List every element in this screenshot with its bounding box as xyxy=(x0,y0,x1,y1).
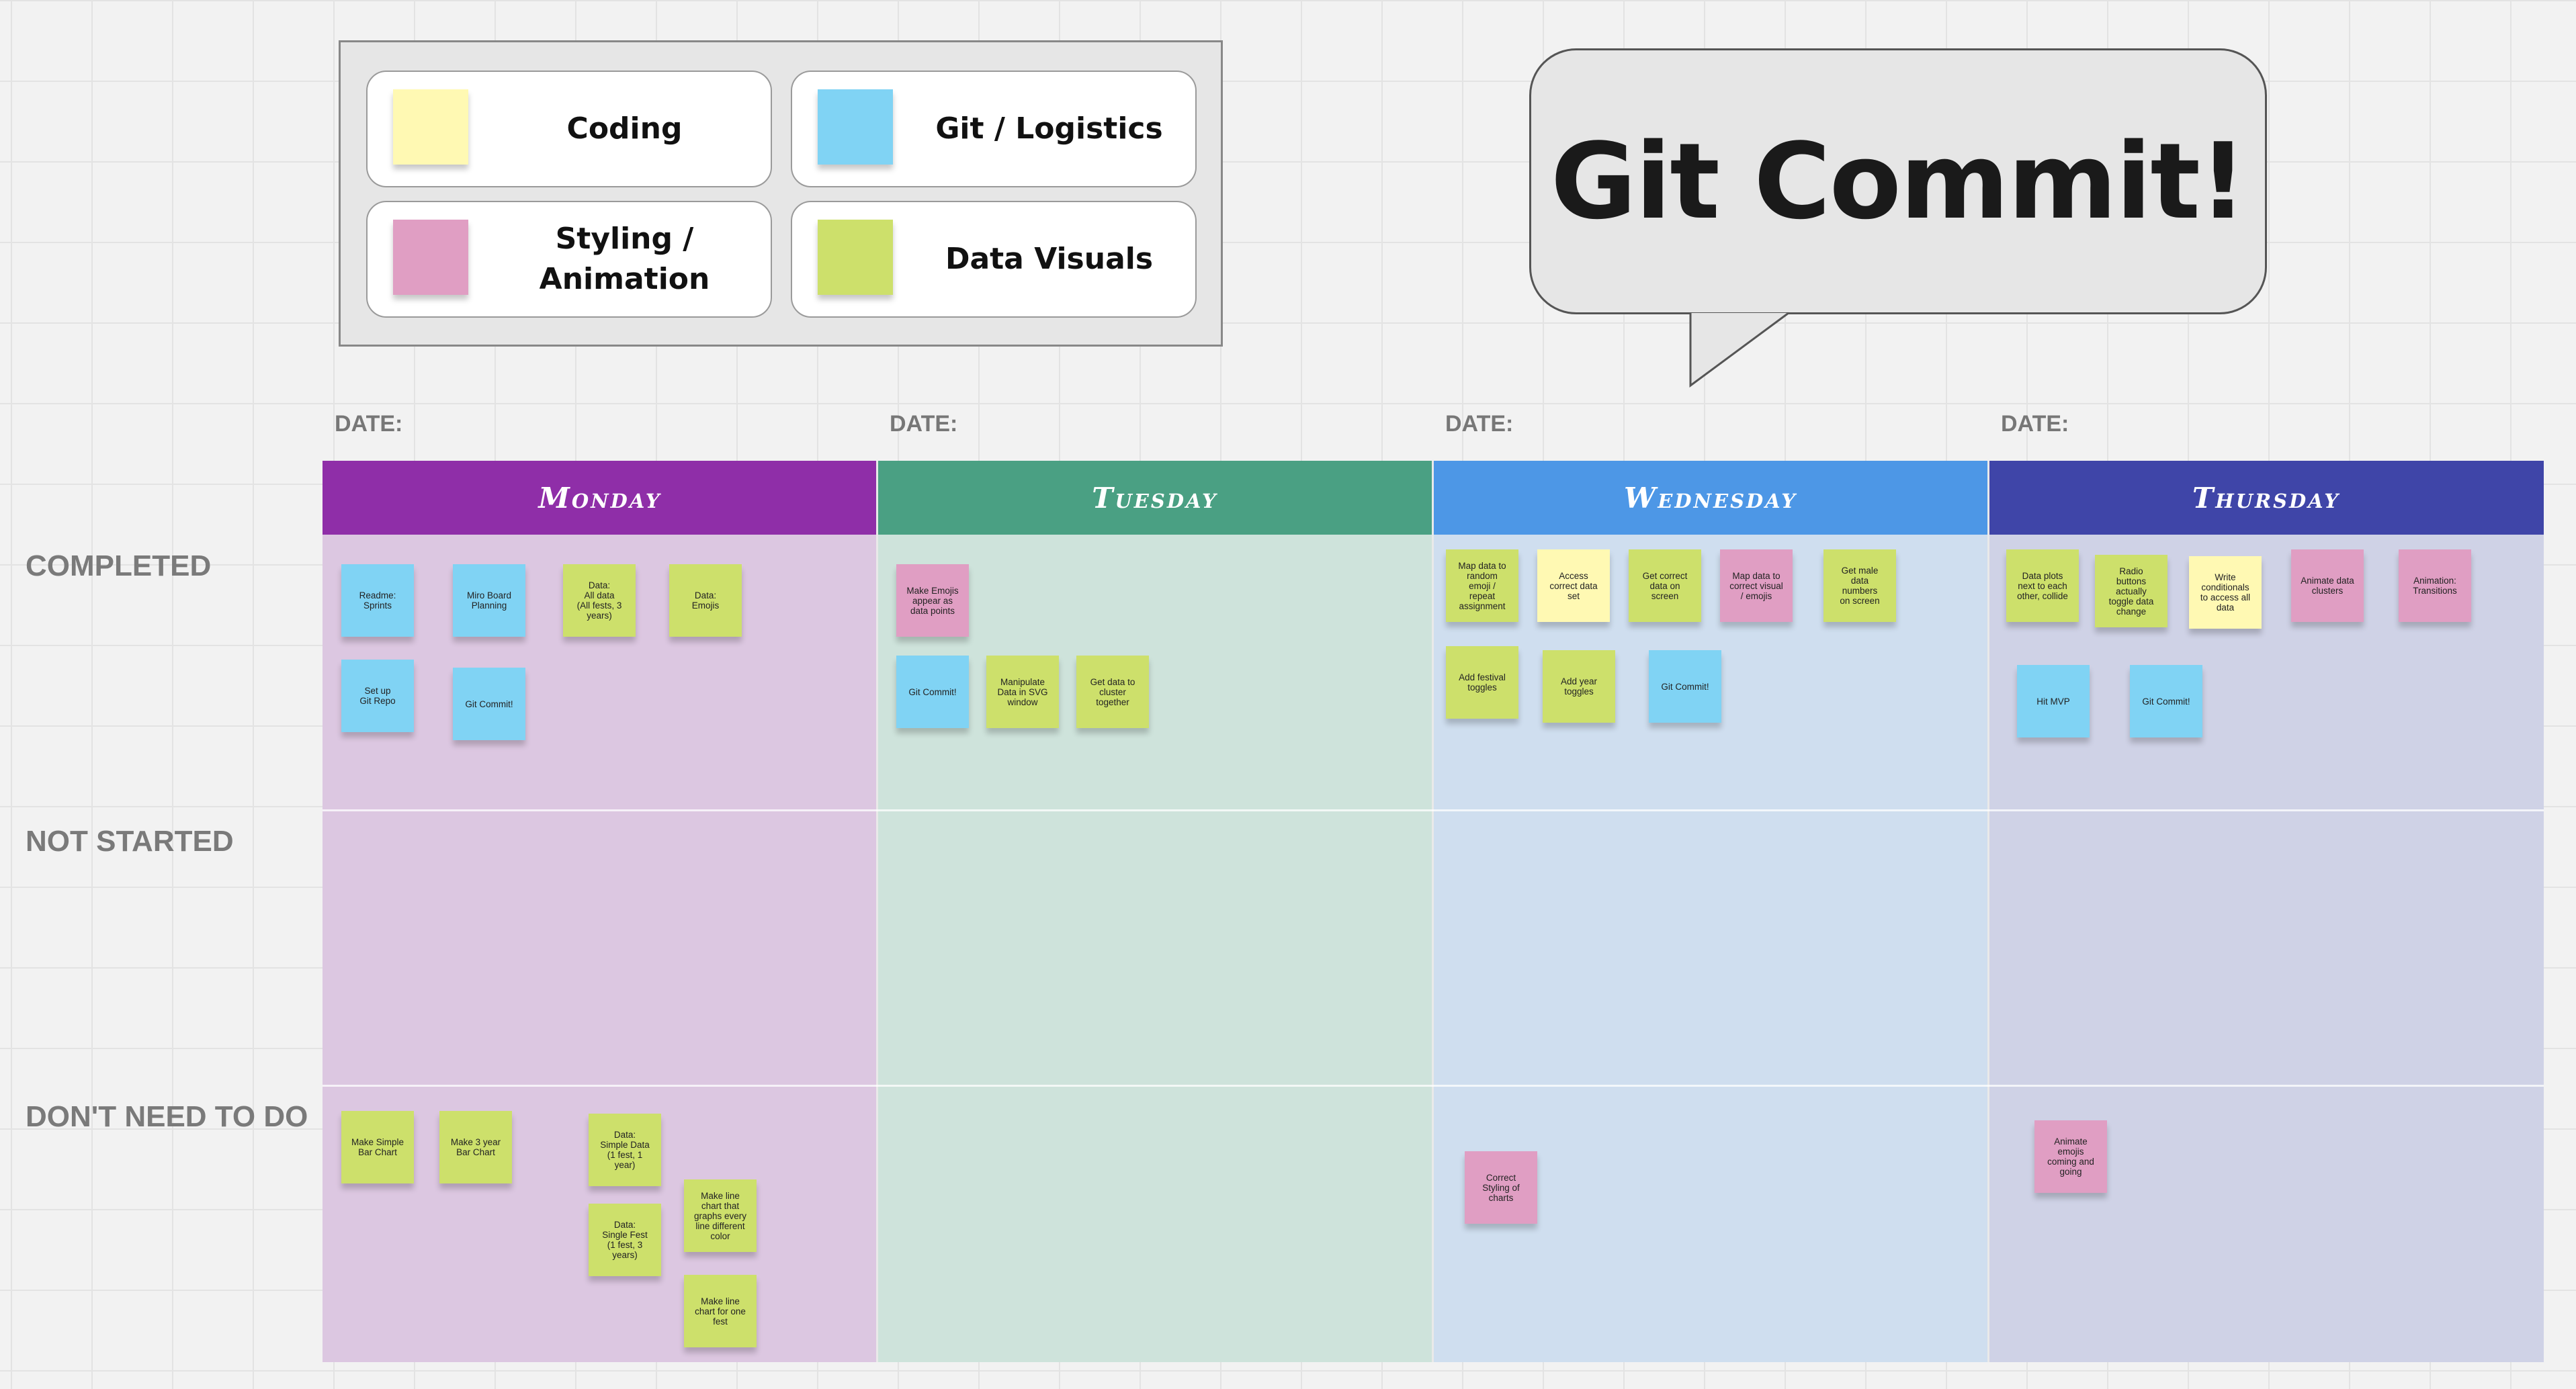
sticky-note[interactable]: Get male data numbers on screen xyxy=(1823,549,1896,622)
legend-item-styling[interactable]: Styling / Animation xyxy=(366,201,772,318)
legend-label: Data Visuals xyxy=(945,242,1154,276)
sticky-note[interactable]: Make 3 year Bar Chart xyxy=(439,1111,512,1183)
date-label-tuesday: DATE: xyxy=(890,411,958,437)
sticky-note[interactable]: Make Simple Bar Chart xyxy=(341,1111,414,1183)
sticky-note[interactable]: Animate data clusters xyxy=(2291,549,2364,622)
sticky-note[interactable]: Manipulate Data in SVG window xyxy=(986,656,1059,728)
legend-swatch-git xyxy=(818,89,893,165)
sticky-note[interactable]: Animate emojis coming and going xyxy=(2034,1120,2107,1193)
sticky-note[interactable]: Add festival toggles xyxy=(1446,646,1518,719)
sticky-note[interactable]: Data plots next to each other, collide xyxy=(2006,549,2079,622)
day-header-thursday[interactable]: Thursday xyxy=(1989,461,2544,535)
sticky-note[interactable]: Make Emojis appear as data points xyxy=(896,564,969,637)
column-tuesday[interactable] xyxy=(877,535,1432,1362)
sticky-note[interactable]: Animation: Transitions xyxy=(2399,549,2471,622)
day-header-tuesday[interactable]: Tuesday xyxy=(877,461,1432,535)
sticky-note[interactable]: Data: All data (All fests, 3 years) xyxy=(563,564,636,637)
sticky-note[interactable]: Git Commit! xyxy=(2130,665,2202,737)
column-divider xyxy=(1987,461,1989,1362)
speech-bubble[interactable] xyxy=(1529,48,2267,314)
row-divider xyxy=(323,1085,2544,1087)
sticky-note[interactable]: Correct Styling of charts xyxy=(1465,1151,1537,1224)
sticky-note[interactable]: Map data to correct visual / emojis xyxy=(1720,549,1793,622)
sticky-note[interactable]: Git Commit! xyxy=(453,668,525,740)
column-thursday[interactable] xyxy=(1989,535,2544,1362)
sticky-note[interactable]: Access correct data set xyxy=(1537,549,1610,622)
speech-bubble-text: Git Commit! xyxy=(1550,120,2247,242)
legend-swatch-styling xyxy=(393,220,468,295)
legend-item-git[interactable]: Git / Logistics xyxy=(791,71,1197,187)
sticky-note[interactable]: Hit MVP xyxy=(2017,665,2090,737)
legend-label: Coding xyxy=(566,111,683,146)
day-header-monday[interactable]: Monday xyxy=(323,461,877,535)
legend-item-coding[interactable]: Coding xyxy=(366,71,772,187)
sticky-note[interactable]: Radio buttons actually toggle data chang… xyxy=(2095,555,2167,627)
date-label-thursday: DATE: xyxy=(2001,411,2069,437)
column-divider xyxy=(1432,461,1434,1362)
sticky-note[interactable]: Readme: Sprints xyxy=(341,564,414,637)
legend-label: Git / Logistics xyxy=(935,111,1163,146)
legend-swatch-coding xyxy=(393,89,468,165)
column-divider xyxy=(876,461,878,1362)
legend-swatch-visuals xyxy=(818,220,893,295)
sticky-note[interactable]: Data: Single Fest (1 fest, 3 years) xyxy=(589,1204,661,1276)
sticky-note[interactable]: Set up Git Repo xyxy=(341,660,414,732)
date-label-monday: DATE: xyxy=(335,411,403,437)
sticky-note[interactable]: Make line chart for one fest xyxy=(684,1275,757,1347)
legend-label: Styling / Animation xyxy=(539,222,710,296)
row-label-not-started: NOT STARTED xyxy=(26,825,234,858)
row-label-completed: COMPLETED xyxy=(26,549,212,582)
row-divider xyxy=(323,809,2544,811)
sticky-note[interactable]: Write conditionals to access all data xyxy=(2189,556,2262,629)
sticky-note[interactable]: Data: Emojis xyxy=(669,564,742,637)
sticky-note[interactable]: Get correct data on screen xyxy=(1629,549,1701,622)
date-label-wednesday: DATE: xyxy=(1445,411,1514,437)
day-header-wednesday[interactable]: Wednesday xyxy=(1433,461,1988,535)
sticky-note[interactable]: Miro Board Planning xyxy=(453,564,525,637)
sticky-note[interactable]: Get data to cluster together xyxy=(1076,656,1149,728)
sticky-note[interactable]: Git Commit! xyxy=(1649,650,1721,723)
sticky-note[interactable]: Make line chart that graphs every line d… xyxy=(684,1179,757,1252)
sticky-note[interactable]: Add year toggles xyxy=(1543,650,1615,723)
sticky-note[interactable]: Data: Simple Data (1 fest, 1 year) xyxy=(589,1114,661,1186)
sticky-note[interactable]: Map data to random emoji / repeat assign… xyxy=(1446,549,1518,622)
row-label-dont-need: DON'T NEED TO DO xyxy=(26,1100,308,1133)
legend-item-visuals[interactable]: Data Visuals xyxy=(791,201,1197,318)
sticky-note[interactable]: Git Commit! xyxy=(896,656,969,728)
